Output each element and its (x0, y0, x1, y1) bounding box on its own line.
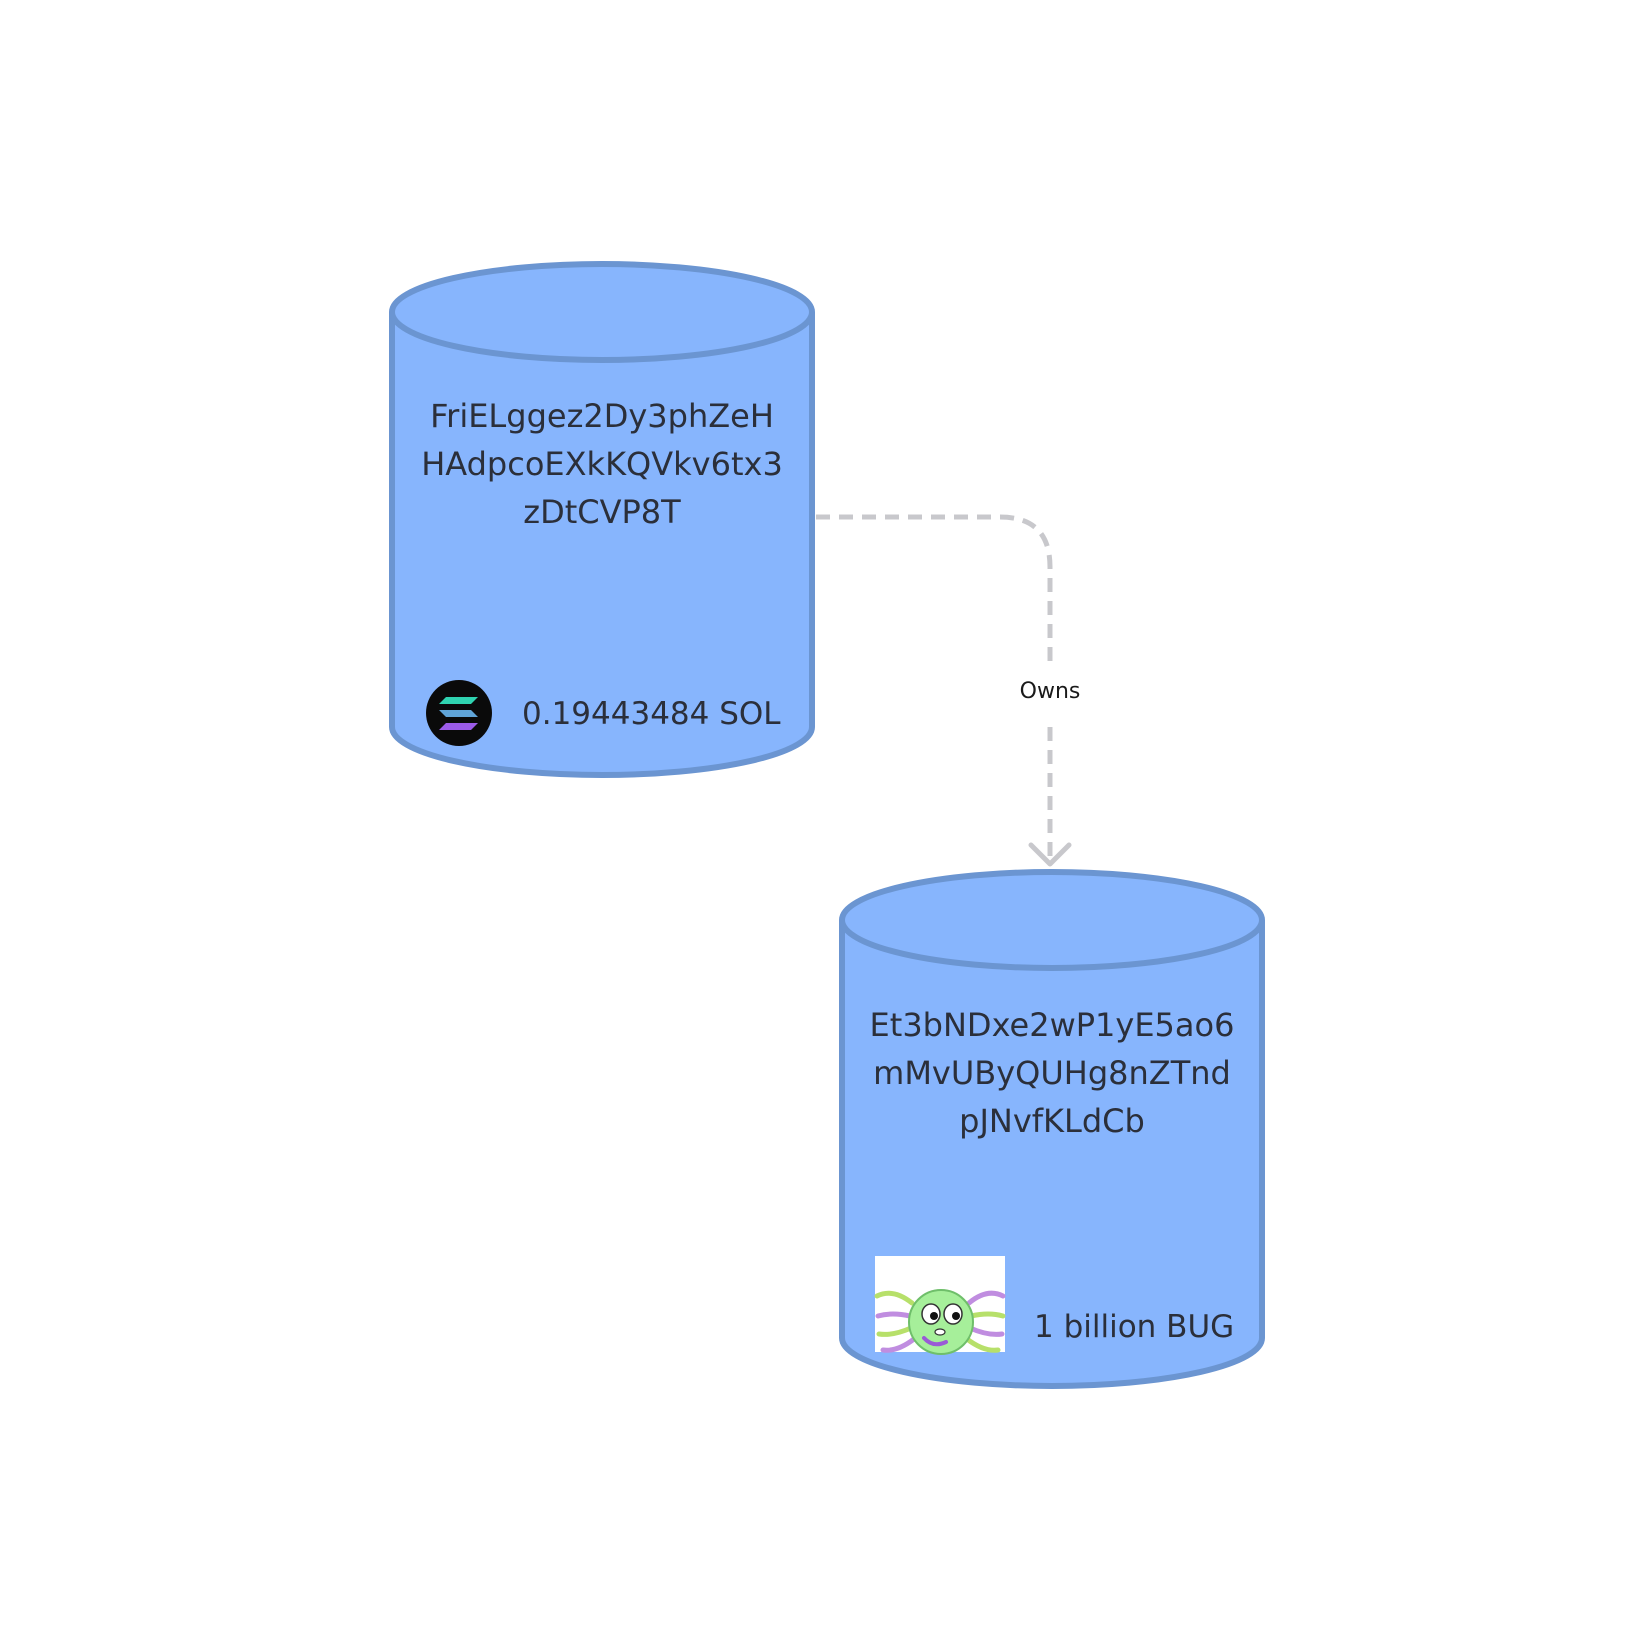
owns-edge-line-upper (816, 514, 1053, 665)
token-address-line-3: pJNvfKLdCb (959, 1102, 1145, 1140)
owns-edge-label: Owns (1020, 679, 1081, 704)
wallet-node[interactable]: FriELggez2Dy3phZeH HAdpcoEXkKQVkv6tx3 zD… (389, 261, 815, 778)
token-address-line-2: mMvUByQUHg8nZTnd (873, 1054, 1231, 1092)
arrowhead-icon (1028, 842, 1072, 867)
token-node[interactable]: Et3bNDxe2wP1yE5ao6 mMvUByQUHg8nZTnd pJNv… (839, 869, 1265, 1389)
wallet-address-line-1: FriELggez2Dy3phZeH (430, 397, 774, 435)
wallet-address-line-2: HAdpcoEXkKQVkv6tx3 (421, 445, 783, 483)
wallet-cylinder-body (389, 312, 815, 778)
token-balance: 1 billion BUG (1034, 1309, 1234, 1345)
wallet-balance: 0.19443484 SOL (522, 696, 781, 732)
owns-edge[interactable]: Owns (816, 514, 1081, 867)
token-cylinder-top (839, 869, 1265, 971)
token-address-line-1: Et3bNDxe2wP1yE5ao6 (870, 1006, 1235, 1044)
wallet-address-line-3: zDtCVP8T (523, 493, 681, 531)
bug-token-icon (874, 1256, 1006, 1355)
wallet-cylinder-top (389, 261, 815, 363)
solana-logo-icon (426, 680, 492, 746)
